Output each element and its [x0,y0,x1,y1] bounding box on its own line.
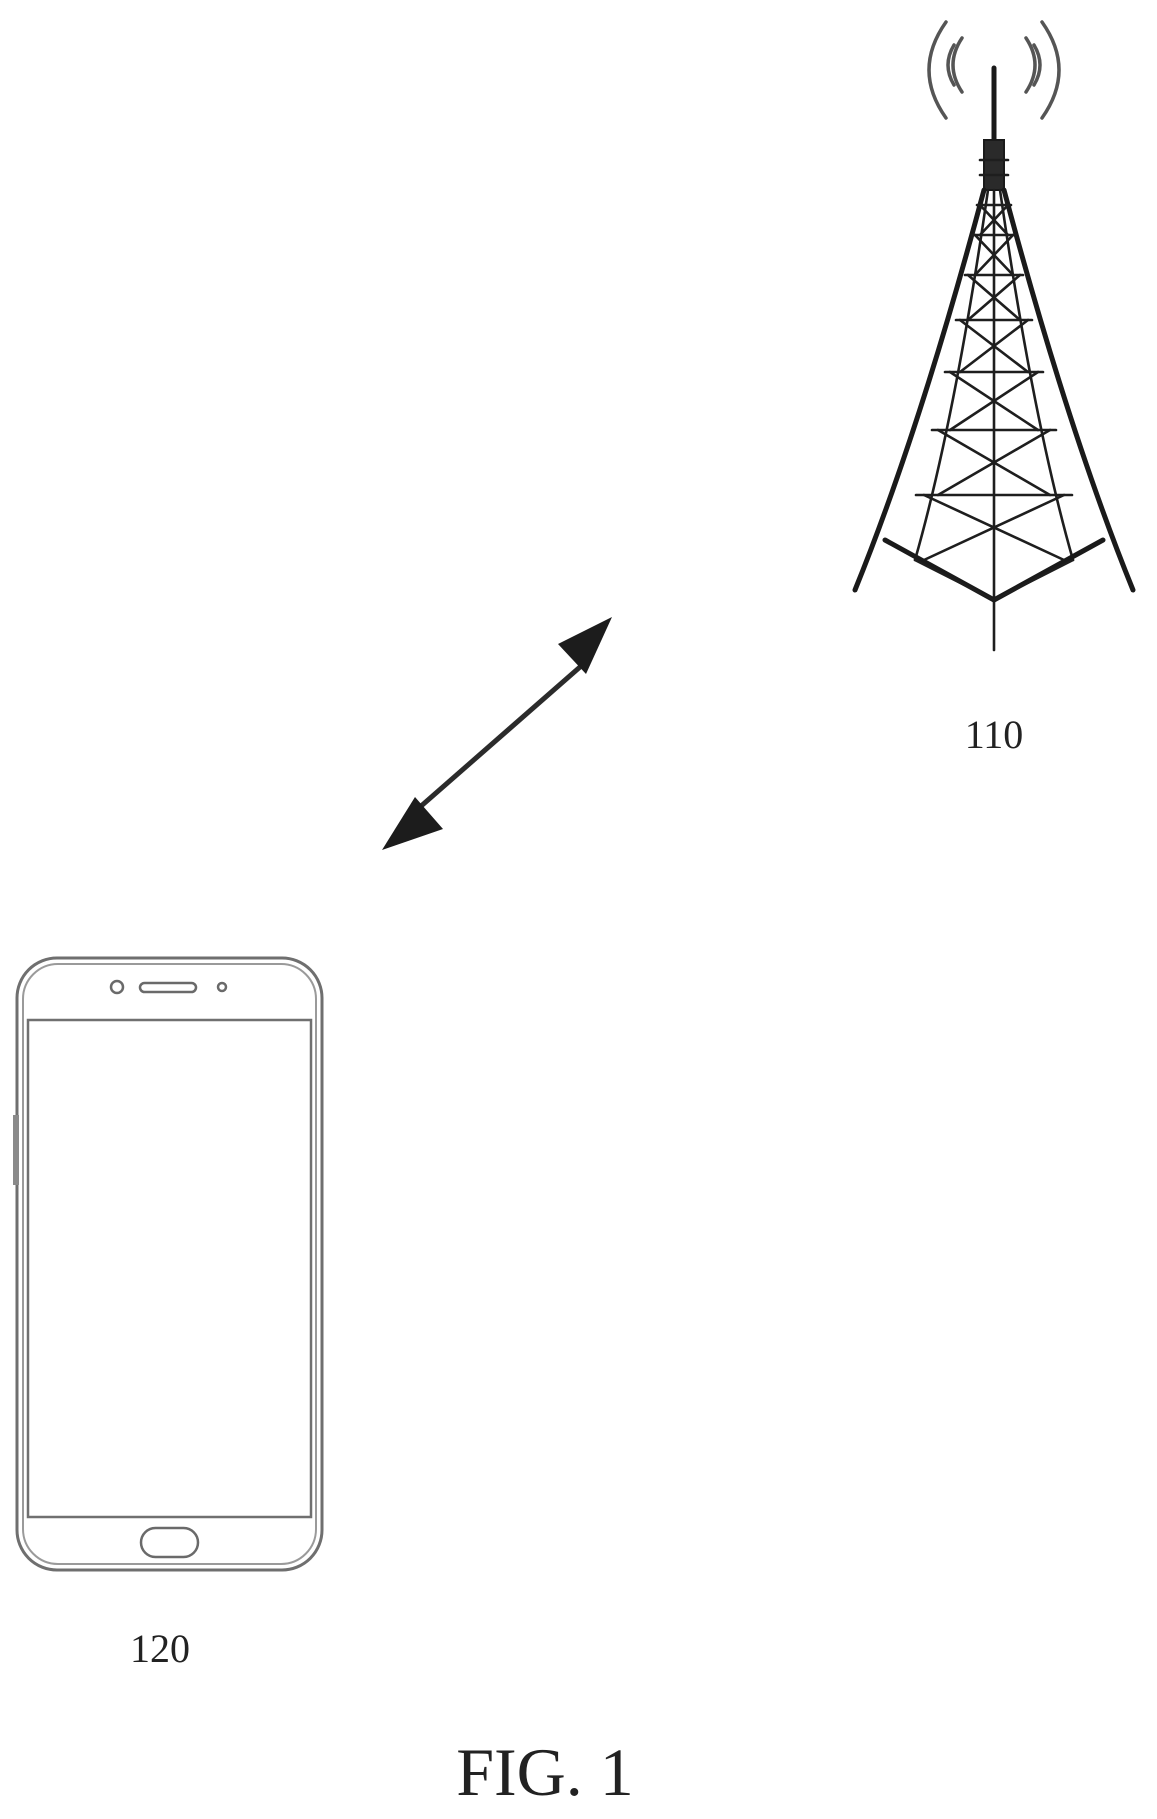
figure-caption: FIG. 1 [456,1734,634,1810]
mobile-phone-icon [13,958,322,1570]
terminal-reference-label: 120 [130,1626,190,1671]
base-station-tower-icon [855,22,1133,650]
base-station-reference-label: 110 [965,712,1024,757]
bidirectional-arrow-icon [382,617,612,850]
